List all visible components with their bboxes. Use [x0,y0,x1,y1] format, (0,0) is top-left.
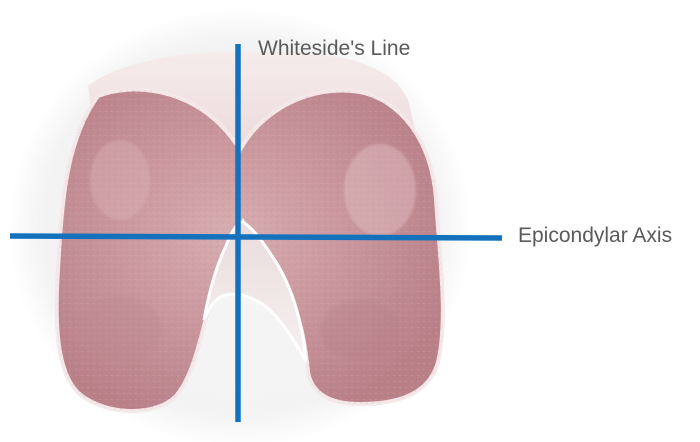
epicondylar-axis-label: Epicondylar Axis [518,225,672,246]
whitesides-line-label: Whiteside's Line [258,38,410,59]
epicondylar-axis-line [10,236,502,238]
